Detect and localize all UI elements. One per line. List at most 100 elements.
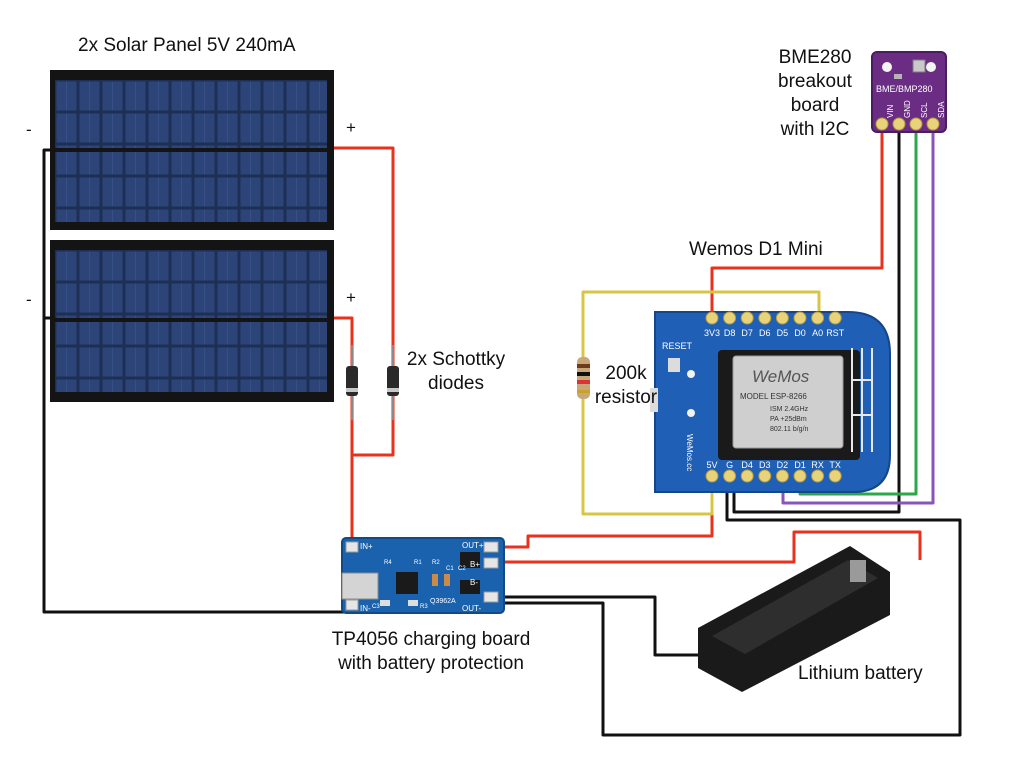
pin-label: D3 — [759, 460, 771, 470]
pin-hole — [793, 311, 807, 325]
pin-hole — [723, 469, 737, 483]
wemos-side-text: D1 mini — [643, 448, 654, 482]
pin-hole — [740, 311, 754, 325]
bme280-board — [871, 51, 947, 133]
tp4056-pad-label: B- — [470, 578, 478, 587]
resistor-label: 200k resistor — [594, 362, 658, 410]
wemos-top-pin-row — [705, 311, 842, 325]
bme-pin-hole — [892, 117, 906, 131]
tp4056-board — [341, 537, 505, 614]
wemos-side-url: WeMos.cc — [685, 434, 694, 472]
tp4056-part-label: C2 — [458, 566, 466, 572]
wemos-label: Wemos D1 Mini — [689, 239, 823, 260]
bme280-label: BME280 breakout board with I2C — [770, 46, 860, 142]
bme-pin-label: VIN — [886, 104, 895, 118]
panel2-plus-label: + — [346, 288, 356, 307]
solar-panel-1 — [50, 70, 334, 230]
tp4056-label: TP4056 charging board with battery prote… — [316, 628, 546, 676]
wemos-board — [650, 311, 891, 493]
bme280-label-line2: breakout — [778, 71, 852, 92]
solar-panels-label: 2x Solar Panel 5V 240mA — [78, 35, 296, 56]
tp4056-part-label: R2 — [432, 560, 440, 566]
pin-hole — [740, 469, 754, 483]
wemos-reset-label: RESET — [662, 341, 693, 351]
bme-pin-hole — [909, 117, 923, 131]
pin-label: 5V — [706, 460, 718, 470]
pin-label: D7 — [741, 328, 753, 338]
tp4056-pad-label: OUT- — [462, 604, 482, 613]
bme280-label-line1: BME280 — [778, 47, 852, 68]
pin-label: D5 — [776, 328, 789, 338]
pin-hole — [811, 311, 825, 325]
resistor-label-line2: resistor — [594, 387, 658, 408]
bme-pin-label: SDA — [937, 101, 946, 118]
pin-label: D2 — [776, 460, 789, 470]
schottky-label-line1: 2x Schottky — [406, 349, 506, 370]
pin-label: RST — [826, 328, 845, 338]
tp4056-part-label: R3 — [420, 604, 428, 610]
wire-bplus-battery — [490, 530, 922, 564]
bme-pin-hole — [875, 117, 889, 131]
tp4056-pad-label: OUT+ — [462, 541, 484, 550]
pin-hole — [828, 311, 842, 325]
schottky-diode-2 — [387, 345, 399, 420]
battery-holder — [698, 546, 890, 692]
schottky-diode-1 — [346, 345, 358, 420]
wemos-module-pa: PA +25dBm — [770, 416, 807, 423]
pin-label: D8 — [723, 328, 736, 338]
tp4056-label-line2: with battery protection — [338, 653, 524, 674]
panel2-minus-label: - — [26, 290, 32, 309]
pin-hole — [793, 469, 807, 483]
wemos-bottom-pin-row — [705, 469, 842, 483]
tp4056-pads — [345, 541, 499, 611]
solar-panel-2 — [50, 240, 334, 402]
panel1-plus-label: + — [346, 118, 356, 137]
wire-panel1-plus — [332, 146, 395, 457]
pin-label: 3V3 — [703, 328, 720, 338]
wemos-module-ism: ISM 2.4GHz — [770, 406, 809, 413]
pin-label: TX — [829, 460, 841, 470]
tp4056-pad-label: IN- — [360, 604, 371, 613]
pin-hole — [723, 311, 737, 325]
tp4056-part-label: C3 — [372, 604, 380, 610]
resistor — [577, 357, 590, 399]
battery-label: Lithium battery — [798, 663, 923, 684]
wemos-module-model: MODEL ESP-8266 — [740, 392, 807, 401]
pin-hole — [811, 469, 825, 483]
tp4056-part-label: R1 — [414, 560, 422, 566]
pin-label: D4 — [741, 460, 753, 470]
pin-hole — [758, 469, 772, 483]
pin-hole — [828, 469, 842, 483]
pin-hole — [705, 311, 719, 325]
pin-label: G — [726, 460, 734, 470]
wemos-module-brand: WeMos — [752, 367, 810, 386]
pin-label: RX — [811, 460, 824, 470]
pin-hole — [705, 469, 719, 483]
tp4056-chip-label: Q3962A — [430, 598, 456, 605]
bme280-label-line4: with I2C — [780, 119, 850, 140]
wire-bminus-battery — [505, 595, 712, 657]
tp4056-pad-label: IN+ — [360, 542, 373, 551]
wemos-module-std: 802.11 b/g/n — [770, 426, 809, 433]
bme-pin-label: SCL — [920, 102, 929, 118]
pin-label: A0 — [812, 328, 824, 338]
pin-hole — [758, 311, 772, 325]
bme280-label-line3: board — [790, 95, 840, 116]
bme-pin-row — [875, 117, 940, 131]
wire-out-minus-gnd — [505, 480, 962, 737]
pin-label: D1 — [794, 460, 806, 470]
tp4056-part-label: R4 — [384, 560, 392, 566]
schottky-label: 2x Schottky diodes — [403, 348, 509, 396]
bme-pin-hole — [926, 117, 940, 131]
tp4056-label-line1: TP4056 charging board — [331, 629, 531, 650]
pin-hole — [775, 311, 789, 325]
tp4056-part-label: C1 — [446, 566, 454, 572]
wire-out-plus-5v — [490, 480, 714, 549]
pin-hole — [775, 469, 789, 483]
wire-bme-gnd — [732, 128, 901, 514]
wire-bme-vin — [710, 128, 884, 322]
panel1-minus-label: - — [26, 120, 32, 139]
pin-label: D0 — [794, 328, 806, 338]
tp4056-pad-label: B+ — [470, 560, 481, 569]
